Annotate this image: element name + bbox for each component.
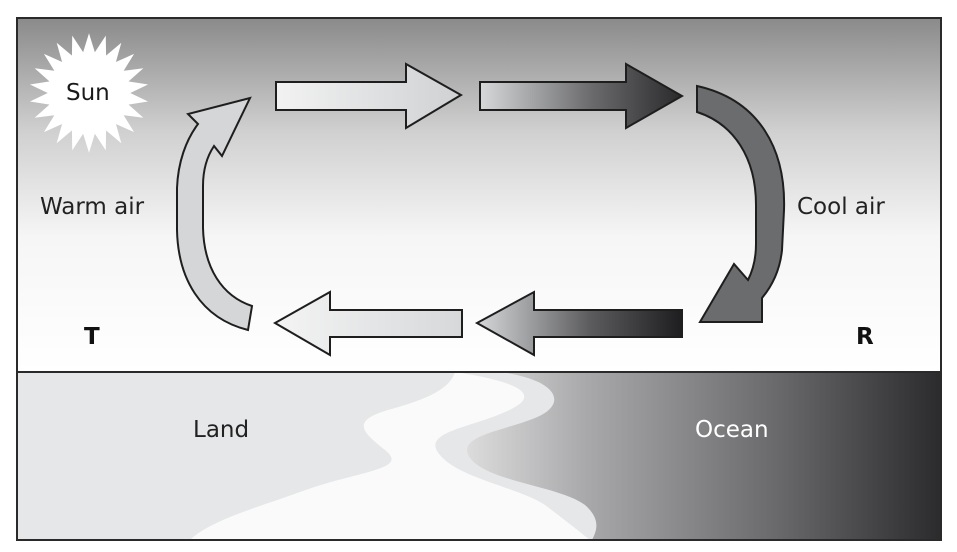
point-r-label: R — [856, 324, 874, 350]
ocean-area — [467, 372, 941, 540]
arrow-bottom-left — [272, 290, 463, 357]
coastline — [190, 372, 590, 540]
sun-label: Sun — [66, 80, 110, 106]
arrow-top-left — [275, 62, 463, 130]
arrow-bottom-right — [474, 290, 683, 357]
ocean-label: Ocean — [695, 417, 769, 443]
cool-air-label: Cool air — [797, 194, 885, 220]
point-t-label: T — [84, 324, 100, 350]
arrow-warm-air-rising — [176, 96, 254, 332]
arrow-top-right — [479, 62, 685, 130]
sky-panel — [16, 17, 942, 373]
ground-panel — [16, 371, 942, 541]
arrow-cool-air-descending — [696, 84, 786, 323]
warm-air-label: Warm air — [40, 194, 145, 220]
land-label: Land — [193, 417, 250, 443]
sun-icon — [29, 33, 149, 153]
